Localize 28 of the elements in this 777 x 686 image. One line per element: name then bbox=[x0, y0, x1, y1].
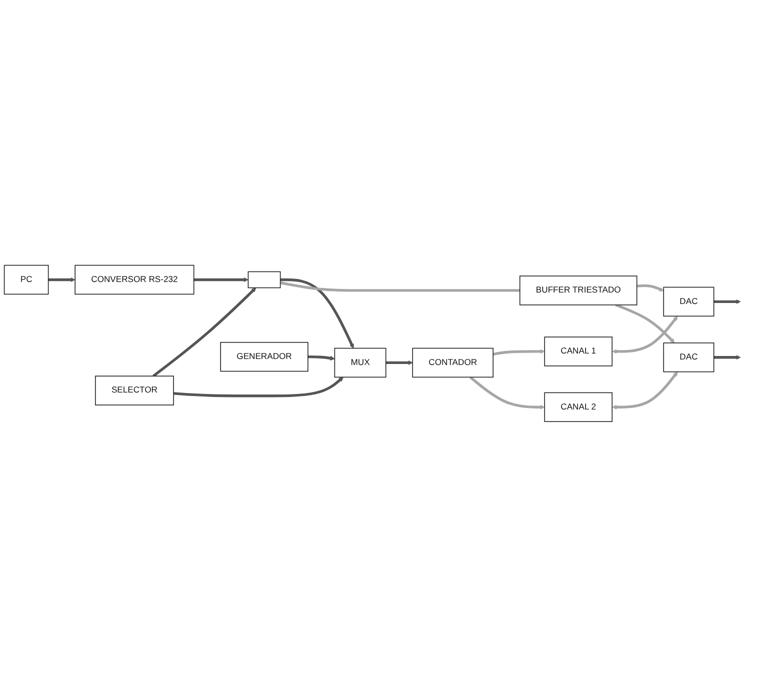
node-box: SELECTOR bbox=[95, 375, 174, 405]
arrow bbox=[469, 376, 545, 410]
node-box: CANAL 2 bbox=[544, 392, 613, 422]
arrow bbox=[173, 376, 344, 397]
connector bbox=[280, 281, 520, 292]
arrow bbox=[612, 371, 678, 410]
arrow bbox=[714, 354, 741, 360]
node-box: CANAL 1 bbox=[544, 336, 613, 366]
node-box: MUX bbox=[334, 347, 386, 378]
arrow bbox=[194, 276, 248, 282]
node-box: DAC bbox=[663, 342, 714, 372]
node-box: CONTADOR bbox=[412, 347, 494, 378]
node-box: CONVERSOR RS-232 bbox=[74, 264, 194, 294]
node-box: DAC bbox=[663, 286, 714, 316]
node-box: GENERADOR bbox=[220, 342, 308, 372]
arrow bbox=[615, 303, 675, 343]
arrow bbox=[152, 287, 256, 377]
node-box: PC bbox=[4, 264, 49, 294]
node-box: BUFFER TRIESTADO bbox=[519, 275, 638, 305]
arrow bbox=[280, 278, 354, 348]
arrow bbox=[48, 276, 76, 282]
arrow bbox=[386, 360, 413, 365]
arrow bbox=[492, 348, 545, 356]
arrow bbox=[308, 355, 335, 360]
arrow bbox=[714, 298, 741, 304]
node-box bbox=[248, 270, 281, 288]
arrow bbox=[636, 284, 664, 291]
arrow bbox=[612, 315, 678, 354]
